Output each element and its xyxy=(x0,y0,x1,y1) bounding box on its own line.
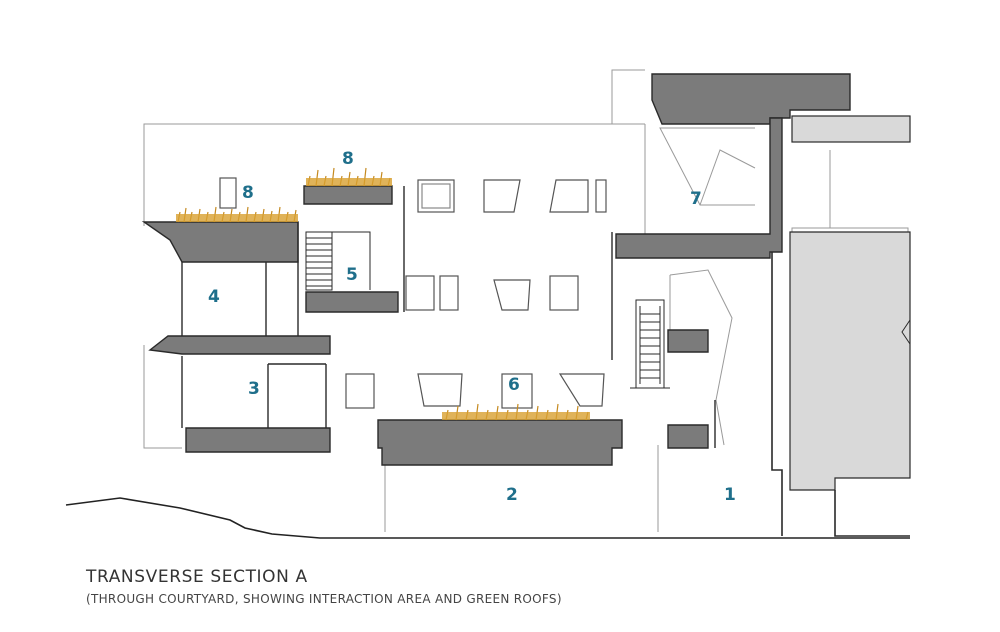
space-label-5: 5 xyxy=(346,265,358,285)
drawing-subtitle: (THROUGH COURTYARD, SHOWING INTERACTION … xyxy=(86,592,562,606)
space-label-3: 3 xyxy=(248,379,260,399)
existing-building xyxy=(771,115,911,537)
stair-5 xyxy=(305,231,371,291)
windows xyxy=(219,177,607,409)
space-label-6: 6 xyxy=(508,375,520,395)
stair-right xyxy=(630,299,670,389)
space-label-7: 7 xyxy=(690,189,702,209)
ground-line xyxy=(65,497,910,539)
space-label-8-left: 8 xyxy=(242,183,254,203)
floor-slabs xyxy=(141,73,851,466)
drawing-title: TRANSVERSE SECTION A xyxy=(86,567,308,587)
space-label-8-top: 8 xyxy=(342,149,354,169)
green-roof-planting xyxy=(176,167,590,421)
space-label-1: 1 xyxy=(724,485,736,505)
space-label-2: 2 xyxy=(506,485,518,505)
walls xyxy=(181,186,716,448)
space-label-4: 4 xyxy=(208,287,220,307)
transverse-section-drawing: 1 2 3 4 5 6 7 8 8 xyxy=(65,69,911,539)
space-labels: 1 2 3 4 5 6 7 8 8 xyxy=(208,149,736,505)
